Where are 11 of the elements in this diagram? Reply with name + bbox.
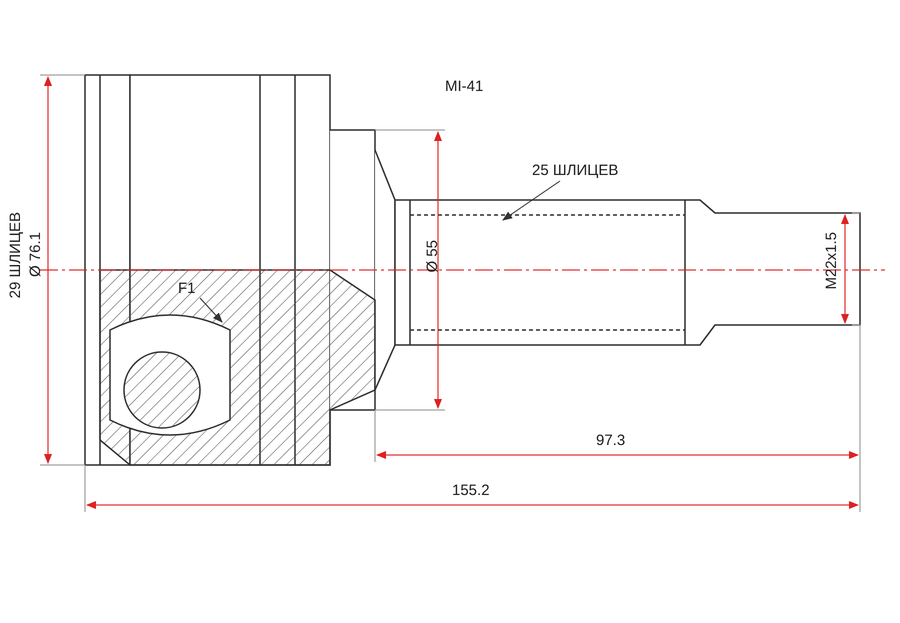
leader-line [502, 180, 560, 221]
dimension-label: Ø 55 [424, 240, 442, 273]
spline-count-label: 25 ШЛИЦЕВ [532, 162, 618, 180]
leader-line [200, 298, 223, 323]
dimension-label: 97.3 [596, 432, 626, 450]
callout-label: F1 [178, 280, 196, 298]
dimension-label: 29 ШЛИЦЕВ [7, 212, 25, 298]
part-number: MI-41 [445, 78, 484, 96]
dimension-label: Ø 76.1 [27, 232, 45, 278]
dimension-label: 155.2 [452, 482, 490, 500]
dimension-label: M22x1.5 [823, 232, 841, 290]
